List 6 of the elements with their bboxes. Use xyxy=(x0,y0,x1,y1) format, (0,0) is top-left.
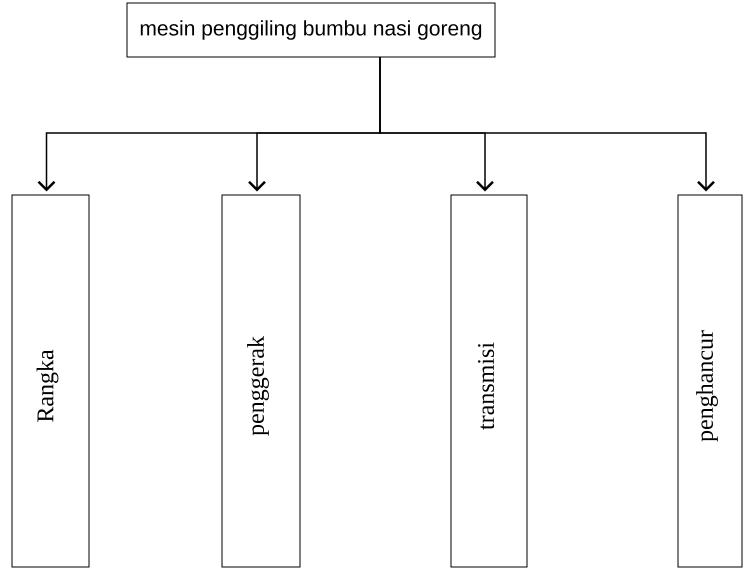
title-box: mesin penggiling bumbu nasi goreng xyxy=(126,2,496,58)
component-box: penghancur xyxy=(678,194,742,568)
component-box: penggerak xyxy=(222,194,300,568)
arrow xyxy=(379,58,715,192)
component-box: transmisi xyxy=(450,194,528,568)
component-box: Rangka xyxy=(12,194,90,568)
